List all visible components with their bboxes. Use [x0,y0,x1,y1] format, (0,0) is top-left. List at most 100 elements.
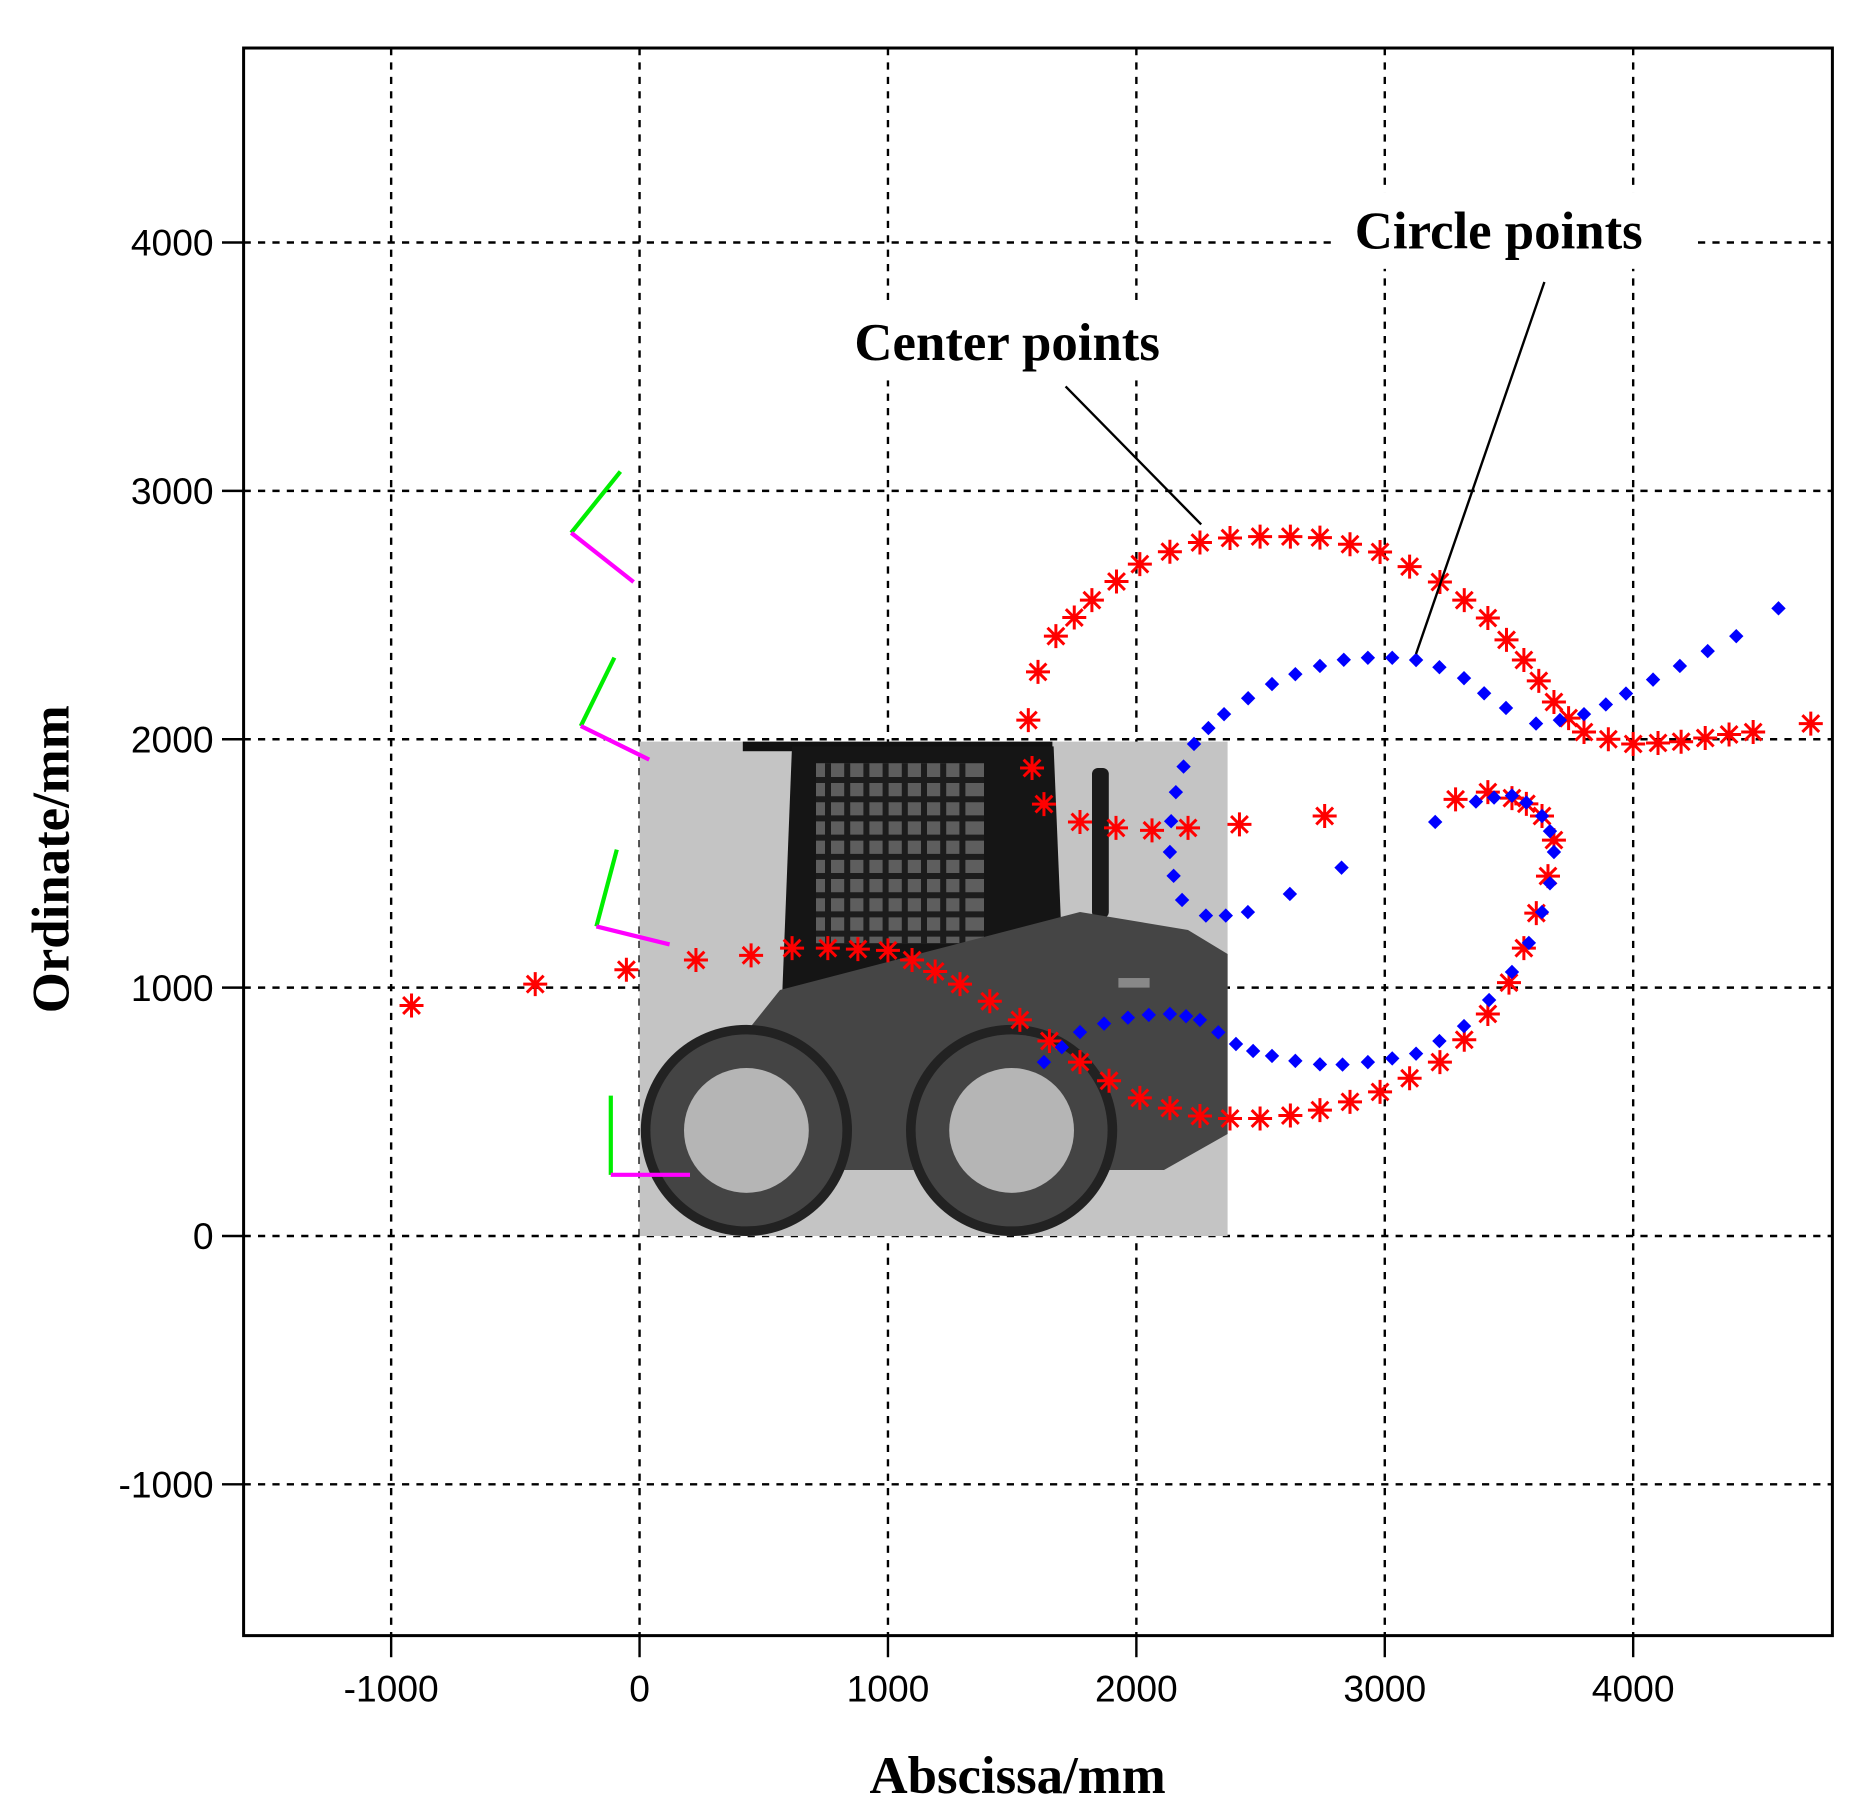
y-tick-label: -1000 [118,1464,213,1506]
circle-point-marker [1456,670,1472,686]
center-point-marker [1062,605,1087,630]
circle-point-marker [1240,691,1256,706]
center-point-marker [1452,1027,1477,1052]
circle-point-marker [1672,658,1688,674]
center-point-marker [1646,730,1671,755]
center-point-marker [1669,729,1694,754]
circle-point-marker [1054,1040,1070,1055]
center-point-marker [1556,706,1581,731]
center-point-marker [1526,668,1551,693]
center-point-marker [1043,624,1068,649]
center-point-marker [1218,526,1243,551]
x-tick-label: 2000 [1095,1668,1178,1710]
center-point-marker [1494,627,1519,652]
annotation-center-points: Center points [854,314,1160,372]
x-tick-label: 1000 [847,1668,930,1710]
center-point-marker [1741,720,1766,745]
center-point-marker [1397,1066,1422,1091]
coordinate-frame-markers [569,470,690,1177]
circle-point-marker [1519,795,1534,810]
center-point-marker [1307,1098,1332,1123]
center-point-marker [1020,756,1045,781]
center-point-marker [845,937,870,962]
circle-point-marker [1456,1018,1472,1034]
annotation-circle-points: Circle points [1355,202,1643,260]
center-point-marker [1127,552,1152,577]
circle-point-marker [1312,1057,1328,1072]
y-tick-label: 4000 [131,222,214,264]
center-point-marker [1693,725,1718,750]
center-point-marker [1475,606,1500,631]
center-point-marker [1368,539,1393,564]
center-point-marker [1007,1007,1032,1032]
center-point-marker [1307,525,1332,550]
circle-point-marker [1336,652,1351,667]
center-point-marker [780,936,805,961]
plot-frame [242,46,1834,1638]
center-point-marker [683,948,708,973]
center-point-marker [1452,588,1477,613]
center-point-marker [1248,524,1273,549]
y-tick-label: 1000 [131,967,214,1009]
circle-point-marker [1428,814,1443,830]
circle-point-marker [1312,658,1328,674]
circle-point-marker [1771,601,1786,616]
circle-point-marker [1481,992,1497,1008]
center-point-marker [399,993,424,1018]
circle-point-marker [1334,860,1349,875]
center-point-marker [1496,970,1521,995]
center-point-marker [1218,1106,1243,1131]
center-point-marker [1572,720,1596,745]
center-point-marker [1338,1089,1362,1114]
annotation-bg-center [846,303,1202,381]
circle-point-marker [1228,1036,1244,1052]
annotation-bg-circle [1334,192,1695,269]
center-point-marker [1037,1029,1062,1054]
circle-point-marker [1486,790,1502,805]
center-point-marker [948,972,973,997]
center-point-marker [523,972,548,997]
circle-point-marker [1162,1006,1178,1022]
circle-point-marker [1360,650,1376,665]
center-point-marker [1157,539,1182,564]
center-point-marker [923,959,948,984]
x-tick-label: 4000 [1592,1668,1675,1710]
center-point-marker [1227,812,1252,837]
circle-point-marker [1432,660,1447,675]
center-point-marker [1397,554,1422,579]
circle-point-marker [1576,706,1592,722]
circle-point-marker [1385,1051,1400,1066]
center-point-marker [1475,780,1500,805]
circle-point-marker [1288,666,1303,682]
circle-point-marker [1162,844,1178,860]
circle-point-marker [1166,868,1181,884]
y-axis-label: Ordinate/mm [22,705,80,1013]
center-point-marker [875,938,900,963]
x-tick-label: -1000 [344,1668,439,1710]
y-tick-label: 2000 [131,718,214,760]
center-point-marker [1511,648,1536,673]
center-point-marker [1157,1096,1182,1121]
circle-point-marker [1211,1025,1226,1040]
circle-point-marker [1598,697,1614,712]
center-point-marker [1541,689,1566,714]
circle-point-marker [1546,844,1562,860]
center-point-marker [1621,731,1646,756]
annotation-leader-center [1064,385,1203,526]
center-point-marker [739,943,764,968]
center-point-marker [1427,1050,1452,1075]
center-point-marker [900,948,925,973]
center-point-marker [1511,936,1536,961]
center-point-marker [815,936,840,961]
center-point-marker [1079,588,1104,613]
center-point-marker [1016,708,1041,733]
center-point-marker [1278,524,1303,549]
circle-point-marker [1700,643,1715,659]
y-tick-label: 3000 [131,470,214,512]
center-point-marker [1103,815,1128,840]
skid-steer-loader-image [639,741,1228,1237]
circle-point-marker [1385,650,1400,665]
annotation-leader-circle [1414,281,1546,655]
center-point-marker [1541,828,1566,853]
